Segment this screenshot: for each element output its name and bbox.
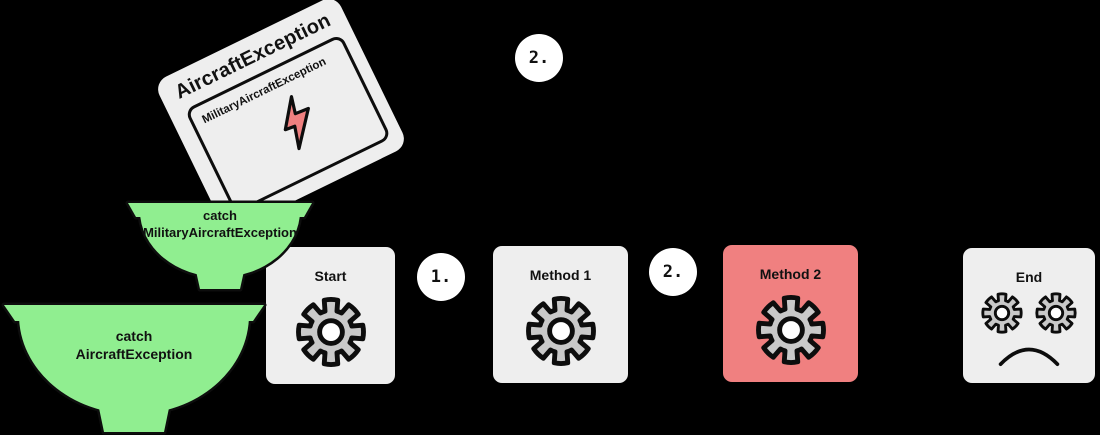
step-marker-label: 1. — [430, 267, 452, 287]
catch-keyword: catch — [203, 208, 237, 223]
node-start: Start — [266, 247, 395, 384]
catch-exception-type: MilitaryAircraftException — [143, 225, 297, 240]
sad-mouth-icon — [996, 343, 1062, 367]
step-marker-label: 2. — [662, 262, 684, 282]
node-end-label: End — [1015, 269, 1043, 285]
gear-icon — [1033, 290, 1079, 336]
gear-icon — [522, 292, 600, 370]
nested-exception-card: MilitaryAircraftException — [184, 33, 392, 215]
node-end: End — [963, 248, 1095, 383]
exception-card: AircraftException MilitaryAircraftExcept… — [153, 0, 409, 234]
bowl-shape — [125, 200, 315, 292]
bowl-shape — [1, 302, 267, 435]
step-marker-label: 2. — [528, 48, 550, 68]
node-method-1: Method 1 — [493, 246, 628, 383]
gear-icon — [292, 293, 370, 371]
step-marker-2-top: 2. — [515, 34, 563, 82]
gear-icon — [979, 290, 1025, 336]
catch-bowl-label: catch MilitaryAircraftException — [124, 207, 316, 241]
catch-exception-type: AircraftException — [75, 346, 193, 362]
lightning-bolt-icon — [283, 95, 310, 151]
node-method-2-error: Method 2 — [723, 245, 858, 382]
catch-keyword: catch — [115, 328, 153, 344]
node-method-2-label: Method 2 — [759, 266, 822, 282]
gear-icon — [752, 291, 830, 369]
node-method-1-label: Method 1 — [529, 267, 592, 283]
catch-bowl-label: catch AircraftException — [0, 327, 268, 363]
catch-bowl-military-aircraft-exception: catch MilitaryAircraftException — [124, 200, 316, 296]
catch-bowl-aircraft-exception: catch AircraftException — [0, 302, 268, 435]
gear-pair — [963, 290, 1095, 336]
step-marker-1: 1. — [417, 253, 465, 301]
node-start-label: Start — [314, 268, 347, 284]
step-marker-2: 2. — [649, 248, 697, 296]
